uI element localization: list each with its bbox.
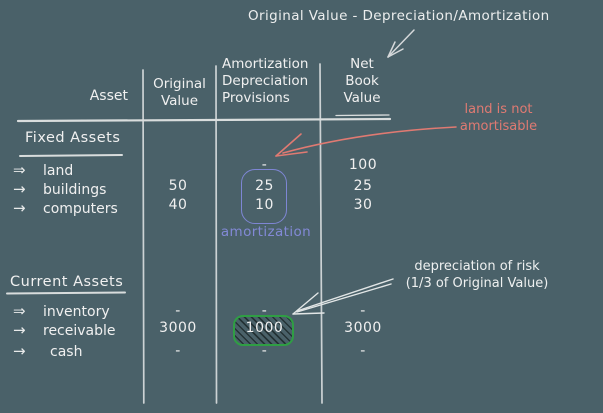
row-arrow-icon: ⇒ [13, 302, 26, 320]
asset-row-buildings: → buildings [13, 180, 106, 198]
value-land-amortization: - [261, 157, 268, 173]
value-computers-original: 40 [168, 197, 188, 213]
value-inventory-amortization: - [261, 303, 268, 319]
value-land-net-book: 100 [348, 157, 378, 173]
asset-name: cash [50, 344, 83, 360]
value-inventory-original: - [175, 303, 181, 319]
note-line: amortisable [459, 118, 538, 134]
value-buildings-original: 50 [168, 178, 188, 194]
asset-row-cash: → cash [13, 342, 82, 360]
fixed-assets-underline [19, 154, 123, 157]
column-header-asset: Asset [89, 88, 128, 104]
asset-name: buildings [43, 182, 107, 198]
value-buildings-net-book: 25 [353, 178, 373, 194]
land-note: land is not amortisable [441, 102, 556, 135]
section-label-current-assets: Current Assets [10, 274, 124, 290]
asset-name: receivable [43, 323, 116, 339]
current-assets-underline [6, 291, 126, 295]
row-arrow-icon: ⇒ [13, 161, 26, 179]
page-title: Original Value - Depreciation/Amortizati… [248, 8, 550, 24]
header-underline [16, 114, 392, 123]
column-header-net-book-value: Net Book Value [331, 56, 393, 107]
header-line: Provisions [222, 90, 290, 106]
value-cash-net-book: - [360, 343, 366, 359]
title-arrow-icon [387, 29, 415, 58]
header-line: Net [350, 56, 374, 72]
value-receivable-original: 3000 [159, 320, 197, 336]
row-arrow-icon: → [13, 180, 26, 198]
value-buildings-amortization: 25 [255, 178, 274, 194]
asset-row-computers: → computers [13, 199, 118, 217]
asset-row-land: ⇒ land [13, 161, 73, 179]
value-inventory-net-book: - [360, 303, 366, 319]
land-note-arrow-icon [275, 126, 457, 157]
column-header-amortization: Amortization Depreciation Provisions [222, 56, 318, 107]
risk-note: depreciation of risk (1/3 of Original Va… [388, 259, 566, 292]
amortization-highlight-box [241, 169, 287, 224]
asset-name: computers [43, 201, 118, 217]
header-line: Original [153, 76, 206, 92]
header-line: Amortization [222, 56, 309, 72]
note-line: (1/3 of Original Value) [405, 275, 549, 291]
column-header-original-value: Original Value [143, 76, 216, 110]
header-line: Depreciation [222, 73, 309, 89]
asset-name: land [43, 163, 74, 179]
section-label-fixed-assets: Fixed Assets [25, 130, 121, 146]
header-line: Book [345, 73, 379, 89]
value-computers-amortization: 10 [255, 197, 274, 213]
value-cash-amortization: - [261, 343, 268, 359]
value-computers-net-book: 30 [353, 197, 373, 213]
note-line: land is not [464, 102, 533, 117]
amortization-label: amortization [220, 224, 312, 240]
header-line: Value [343, 90, 381, 106]
row-arrow-icon: → [13, 342, 26, 360]
risk-depreciation-highlight-box [233, 315, 294, 346]
value-receivable-amortization: 1000 [245, 320, 284, 336]
header-line: Value [160, 93, 199, 109]
value-receivable-net-book: 3000 [344, 320, 382, 336]
note-line: depreciation of risk [414, 259, 540, 274]
asset-row-receivable: → receivable [13, 321, 116, 339]
asset-name: inventory [43, 304, 110, 320]
asset-row-inventory: ⇒ inventory [13, 302, 110, 320]
row-arrow-icon: → [13, 199, 26, 217]
value-cash-original: - [175, 343, 181, 359]
row-arrow-icon: → [13, 321, 26, 339]
